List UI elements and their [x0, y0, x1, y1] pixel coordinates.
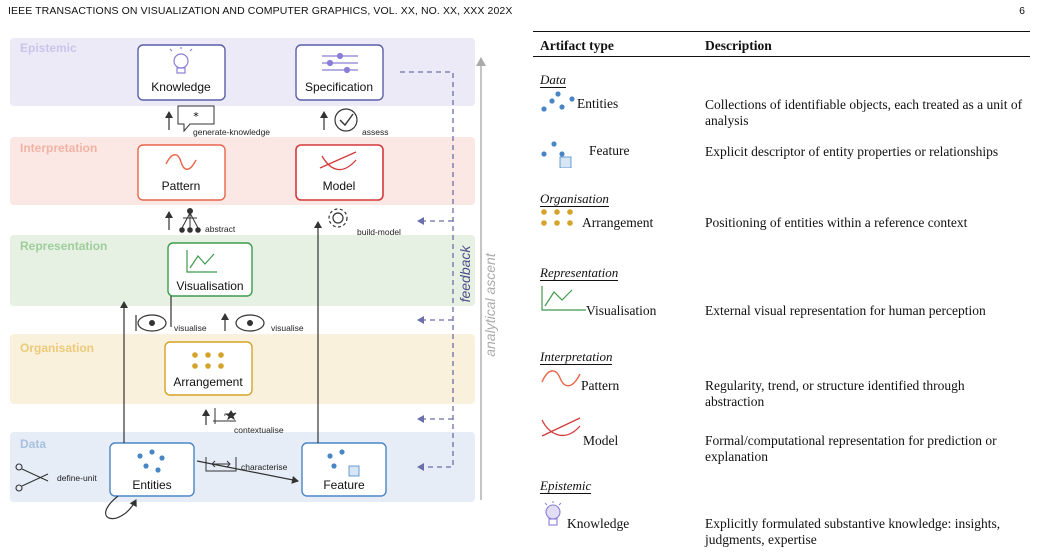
section-interpretation: Interpretation: [540, 349, 613, 365]
bracket-arrow-icon: [205, 457, 237, 472]
row-label-model: Model: [583, 433, 619, 448]
abstract-action: abstract: [165, 208, 236, 234]
table-header-rule: [533, 56, 1030, 57]
dot-grid-icon: [192, 352, 224, 369]
svg-text:abstract: abstract: [205, 224, 236, 234]
band-label-data: Data: [20, 437, 46, 451]
gear-icon: [328, 208, 348, 228]
arrow-define-unit-loop: [105, 495, 137, 520]
box-feature: Feature: [301, 442, 387, 497]
box-label-entities: Entities: [132, 478, 171, 492]
row-desc-arrangement: Positioning of entities within a referen…: [705, 215, 968, 230]
svg-text:generate-knowledge: generate-knowledge: [193, 127, 270, 137]
wave-icon: [165, 154, 197, 170]
visualisation-icon: [541, 286, 586, 311]
pattern-icon: [541, 370, 581, 387]
svg-text:characterise: characterise: [241, 462, 288, 472]
row-desc-feature: Explicit descriptor of entity properties…: [705, 144, 999, 159]
svg-text:*: *: [193, 110, 199, 123]
box-label-specification: Specification: [305, 80, 373, 94]
scatter-dots-icon: [137, 449, 165, 473]
row-label-feature: Feature: [589, 143, 630, 158]
row-desc-model: Formal/computational representation for …: [705, 433, 997, 464]
row-desc-pattern: Regularity, trend, or structure identifi…: [705, 378, 965, 409]
lightbulb-icon: [169, 47, 193, 74]
model-curve-icon: [319, 151, 357, 171]
row-desc-knowledge: Explicitly formulated substantive knowle…: [705, 516, 1001, 547]
check-circle-icon: [334, 108, 358, 132]
section-representation: Representation: [540, 265, 619, 281]
section-data: Data: [540, 72, 566, 88]
row-label-entities: Entities: [577, 96, 619, 111]
box-label-pattern: Pattern: [162, 179, 201, 193]
band-epistemic: [10, 38, 475, 106]
section-organisation: Organisation: [540, 191, 609, 207]
row-label-pattern: Pattern: [581, 378, 620, 393]
band-label-epistemic: Epistemic: [20, 41, 77, 55]
svg-text:define-unit: define-unit: [57, 473, 97, 483]
box-label-arrangement: Arrangement: [173, 375, 243, 389]
table-top-rule: [533, 31, 1030, 32]
row-desc-visualisation: External visual representation for human…: [705, 303, 986, 318]
hierarchy-icon: [179, 208, 201, 233]
generate-knowledge-action: * generate-knowledge: [165, 105, 270, 137]
svg-text:assess: assess: [362, 127, 388, 137]
box-label-knowledge: Knowledge: [151, 80, 211, 94]
arrangement-icon: [541, 209, 573, 226]
box-label-feature: Feature: [323, 478, 365, 492]
axes-icon: [213, 408, 237, 424]
box-pattern: Pattern: [137, 144, 226, 201]
col-header-description: Description: [705, 38, 772, 53]
svg-text:visualise: visualise: [271, 323, 304, 333]
model-icon: [541, 417, 581, 437]
page-number: 6: [1019, 5, 1025, 17]
speech-bubble-icon: [177, 105, 215, 133]
assess-action: assess: [320, 108, 388, 137]
visualise-action-2: visualise: [221, 313, 304, 333]
feature-icon: [541, 141, 572, 168]
box-knowledge: Knowledge: [137, 44, 226, 101]
svg-text:contextualise: contextualise: [234, 425, 284, 435]
framework-figure: Epistemic Interpretation Representation …: [10, 38, 498, 520]
box-visualisation: Visualisation: [167, 242, 253, 297]
box-entities: Entities: [109, 442, 195, 497]
scissors-icon: [15, 463, 49, 492]
feedback-label: feedback: [457, 245, 473, 303]
svg-text:build-model: build-model: [357, 227, 401, 237]
box-label-visualisation: Visualisation: [176, 279, 243, 293]
band-label-organisation: Organisation: [20, 341, 94, 355]
col-header-artifact: Artifact type: [540, 38, 614, 53]
knowledge-icon: [544, 501, 562, 526]
build-model-action: build-model: [328, 208, 401, 237]
box-model: Model: [295, 144, 384, 201]
entities-icon: [541, 91, 575, 112]
row-label-arrangement: Arrangement: [582, 215, 654, 230]
row-label-knowledge: Knowledge: [567, 516, 630, 531]
box-label-model: Model: [323, 179, 356, 193]
box-arrangement: Arrangement: [164, 341, 253, 396]
characterise-action: characterise: [205, 457, 288, 472]
box-specification: Specification: [295, 44, 384, 101]
row-label-visualisation: Visualisation: [586, 303, 657, 318]
running-header: IEEE TRANSACTIONS ON VISUALIZATION AND C…: [8, 5, 513, 17]
visualise-action-1: visualise: [135, 314, 207, 333]
line-chart-icon: [186, 250, 217, 273]
band-label-interpretation: Interpretation: [20, 141, 97, 155]
contextualise-action: contextualise: [202, 408, 284, 435]
row-desc-entities: Collections of identifiable objects, eac…: [705, 97, 1023, 128]
define-unit-action: define-unit: [15, 463, 97, 492]
feature-icon: [327, 449, 360, 477]
analytical-ascent-label: analytical ascent: [482, 252, 498, 357]
band-label-representation: Representation: [20, 239, 107, 253]
sliders-icon: [322, 52, 358, 74]
section-epistemic: Epistemic: [540, 478, 592, 494]
svg-text:visualise: visualise: [174, 323, 207, 333]
